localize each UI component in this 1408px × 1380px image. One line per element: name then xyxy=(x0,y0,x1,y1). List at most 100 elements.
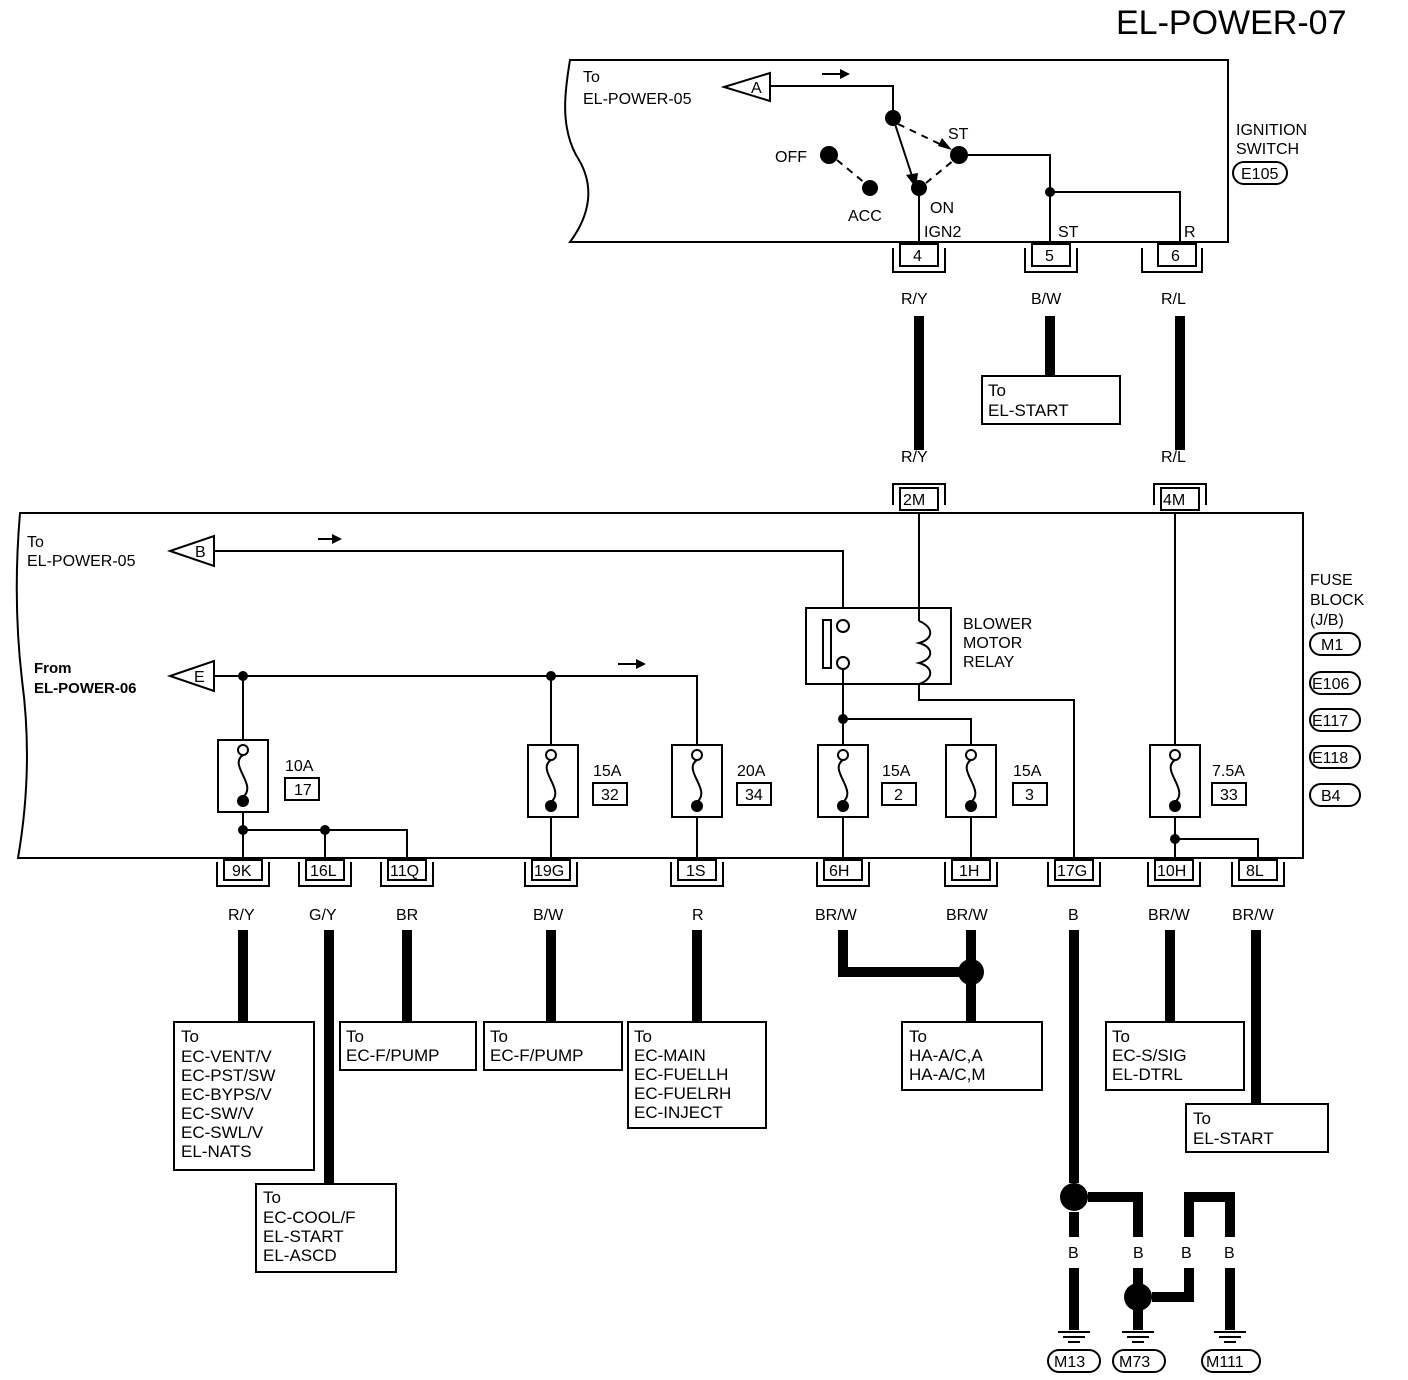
svg-text:BR/W: BR/W xyxy=(815,907,858,924)
connector-16l: 16L xyxy=(298,859,352,887)
svg-text:To: To xyxy=(181,1027,199,1046)
terminal-ign2: IGN2 xyxy=(924,224,961,241)
svg-text:BLOWER: BLOWER xyxy=(963,616,1032,633)
svg-text:R/Y: R/Y xyxy=(228,907,255,924)
svg-text:BR: BR xyxy=(396,907,418,924)
dest-fpump-2: To EC-F/PUMP xyxy=(483,1021,623,1071)
svg-text:B: B xyxy=(1068,1245,1079,1262)
svg-text:2: 2 xyxy=(894,787,903,804)
connector-11q: 11Q xyxy=(380,859,434,887)
svg-text:R/Y: R/Y xyxy=(901,449,928,466)
svg-text:EL-NATS: EL-NATS xyxy=(181,1142,252,1161)
svg-text:BR/W: BR/W xyxy=(946,907,989,924)
connector-pin-5: 5 xyxy=(1024,243,1078,273)
ignition-name-line1: IGNITION xyxy=(1236,122,1307,139)
output-wires xyxy=(238,930,1261,1184)
ground-icon xyxy=(1058,1331,1090,1343)
svg-text:16L: 16L xyxy=(310,863,337,880)
fuse-block-name-3: (J/B) xyxy=(1310,612,1344,629)
svg-text:3: 3 xyxy=(1025,787,1034,804)
position-acc: ACC xyxy=(848,208,882,225)
svg-text:32: 32 xyxy=(601,787,619,804)
svg-text:To: To xyxy=(1112,1027,1130,1046)
ground-m13: M13 xyxy=(1054,1354,1085,1371)
dest-main: To EC-MAIN EC-FUELLH EC-FUELRH EC-INJECT xyxy=(627,1021,767,1129)
connector-8l: 8L xyxy=(1231,859,1285,887)
connector-e105: E105 xyxy=(1241,166,1278,183)
svg-text:B: B xyxy=(195,544,206,561)
svg-text:11Q: 11Q xyxy=(390,863,419,880)
svg-text:EC-FUELRH: EC-FUELRH xyxy=(634,1084,731,1103)
svg-text:To: To xyxy=(490,1027,508,1046)
svg-text:B: B xyxy=(1181,1245,1192,1262)
dest-el-start-bottom: To EL-START xyxy=(1185,1103,1329,1153)
connector-pin-4: 4 xyxy=(892,243,946,273)
svg-text:R/Y: R/Y xyxy=(901,291,928,308)
svg-text:8L: 8L xyxy=(1246,863,1264,880)
svg-text:MOTOR: MOTOR xyxy=(963,635,1022,652)
svg-text:EL-START: EL-START xyxy=(263,1227,344,1246)
arrow-b-icon xyxy=(166,534,215,568)
svg-text:EL-POWER-06: EL-POWER-06 xyxy=(34,680,137,697)
connector-17g: 17G xyxy=(1047,859,1101,887)
svg-text:EC-PST/SW: EC-PST/SW xyxy=(181,1066,275,1085)
connector-19g: 19G xyxy=(524,859,578,887)
svg-text:33: 33 xyxy=(1220,787,1238,804)
svg-text:R/L: R/L xyxy=(1161,449,1186,466)
svg-text:EL-ASCD: EL-ASCD xyxy=(263,1246,337,1265)
svg-text:To: To xyxy=(346,1027,364,1046)
svg-text:2M: 2M xyxy=(903,492,925,509)
svg-text:10H: 10H xyxy=(1157,863,1186,880)
svg-text:RELAY: RELAY xyxy=(963,654,1015,671)
svg-text:B4: B4 xyxy=(1321,788,1341,805)
svg-text:34: 34 xyxy=(745,787,763,804)
dest-el-start-top: To EL-START xyxy=(981,375,1121,425)
svg-text:To: To xyxy=(634,1027,652,1046)
svg-text:E117: E117 xyxy=(1312,713,1348,730)
fuse-block: FUSE BLOCK (J/B) M1 E106 E117 E118 B4 To… xyxy=(15,512,1365,862)
svg-text:19G: 19G xyxy=(534,863,564,880)
svg-text:EC-MAIN: EC-MAIN xyxy=(634,1046,706,1065)
ground-icon xyxy=(1122,1331,1154,1343)
svg-text:9K: 9K xyxy=(232,863,252,880)
top-wires: R/Y R/Y B/W R/L R/L xyxy=(901,291,1186,466)
svg-text:E: E xyxy=(194,669,205,686)
page-title: EL-POWER-07 xyxy=(1116,4,1347,42)
svg-text:6: 6 xyxy=(1171,248,1180,265)
svg-text:4M: 4M xyxy=(1163,492,1185,509)
svg-text:1H: 1H xyxy=(959,863,979,880)
arrow-a-letter: A xyxy=(751,80,762,97)
fuse-2: 15A 2 xyxy=(817,744,917,862)
svg-text:10A: 10A xyxy=(285,758,314,775)
connector-pin-6: 6 xyxy=(1141,243,1203,273)
svg-text:B/W: B/W xyxy=(533,907,564,924)
svg-text:EL-START: EL-START xyxy=(988,401,1069,420)
fuse-3: 15A 3 xyxy=(945,744,1048,862)
svg-text:EC-S/SIG: EC-S/SIG xyxy=(1112,1046,1187,1065)
connector-9k: 9K xyxy=(216,859,270,887)
svg-text:EC-SW/V: EC-SW/V xyxy=(181,1104,254,1123)
position-on: ON xyxy=(930,200,954,217)
svg-text:7.5A: 7.5A xyxy=(1212,763,1245,780)
dest-cool: To EC-COOL/F EL-START EL-ASCD xyxy=(255,1183,397,1273)
svg-text:EL-DTRL: EL-DTRL xyxy=(1112,1065,1183,1084)
svg-text:B/W: B/W xyxy=(1031,291,1062,308)
ignition-name-line2: SWITCH xyxy=(1236,141,1299,158)
svg-text:20A: 20A xyxy=(737,763,766,780)
svg-text:To: To xyxy=(988,381,1006,400)
svg-text:15A: 15A xyxy=(593,763,622,780)
svg-text:To: To xyxy=(27,534,44,551)
svg-text:17G: 17G xyxy=(1057,863,1087,880)
connector-badge xyxy=(1232,161,1288,185)
ground-section: B B B B M13 M73 M111 xyxy=(1047,1183,1261,1373)
svg-text:To: To xyxy=(1193,1109,1211,1128)
connector-10h: 10H xyxy=(1147,859,1201,887)
fuse-block-name-2: BLOCK xyxy=(1310,592,1365,609)
dest-ssig: To EC-S/SIG EL-DTRL xyxy=(1105,1021,1245,1091)
svg-text:B: B xyxy=(1133,1245,1144,1262)
position-st: ST xyxy=(948,126,969,143)
fuse-block-name-1: FUSE xyxy=(1310,572,1353,589)
svg-text:EC-F/PUMP: EC-F/PUMP xyxy=(346,1046,440,1065)
svg-text:BR/W: BR/W xyxy=(1148,907,1191,924)
